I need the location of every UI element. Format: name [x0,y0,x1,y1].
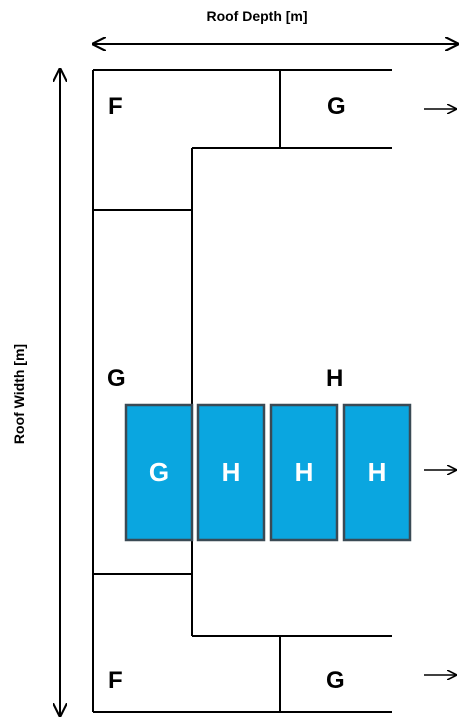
panel-rect [196,403,266,542]
zone-label-bottom-right: G [326,667,345,694]
panel-row: G H H H [124,403,412,542]
zone-label-middle-right: H [326,365,343,392]
panel-label: H [368,457,387,487]
panel-rect [342,403,412,542]
roof-width-label: Roof Width [m] [11,344,27,444]
solar-panel: H [342,403,412,542]
solar-panel: H [269,403,339,542]
panel-rect [269,403,339,542]
zone-label-top-right: G [327,93,346,120]
zone-label-top-left: F [108,93,123,120]
roof-depth-label: Roof Depth [m] [206,8,307,24]
panel-label: G [149,457,169,487]
panel-label: H [222,457,241,487]
panel-label: H [295,457,314,487]
solar-panel: G [124,403,194,542]
zone-label-middle-left: G [107,365,126,392]
solar-panel: H [196,403,266,542]
zone-label-bottom-left: F [108,667,123,694]
panel-rect [124,403,194,542]
zone-boundaries [92,69,392,713]
